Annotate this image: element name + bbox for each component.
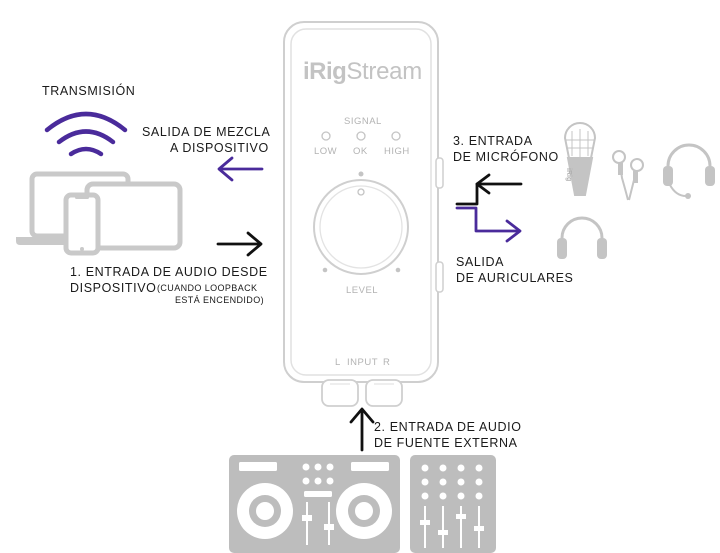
level-label: LEVEL <box>346 285 379 296</box>
mixer-icon <box>410 455 496 553</box>
headphone-out-arrow-icon <box>455 206 522 243</box>
mic-in-arrow-icon <box>455 173 523 206</box>
input-l-label: L <box>335 357 341 368</box>
mix-out-arrow-icon <box>217 156 264 182</box>
input-r-label: R <box>383 357 391 368</box>
audio-in-arrow-icon <box>216 231 263 257</box>
audio-in-note-2: ESTÁ ENCENDIDO) <box>175 295 265 305</box>
mic-in-label-2: DE MICRÓFONO <box>453 150 559 164</box>
microphone-icon <box>563 122 597 196</box>
led-ok-label: OK <box>353 146 368 157</box>
irig-stream-device <box>283 21 444 407</box>
signal-label: SIGNAL <box>344 116 382 127</box>
mic-logo: iRig <box>565 168 572 182</box>
external-in-arrow-icon <box>349 407 375 452</box>
hp-out-label-1: SALIDA <box>456 255 505 269</box>
mic-in-label-1: 3. ENTRADA <box>453 134 533 148</box>
led-high-icon <box>391 131 401 141</box>
led-ok-icon <box>356 131 366 141</box>
audio-in-label-1: 1. ENTRADA DE AUDIO DESDE <box>70 265 268 279</box>
headphones-icon <box>557 216 607 259</box>
led-high-label: HIGH <box>384 146 410 157</box>
mix-out-label-1: SALIDA DE MEZCLA <box>142 125 271 139</box>
mix-out-label-2: A DISPOSITIVO <box>170 141 269 155</box>
devices-icon <box>16 171 183 256</box>
headset-icon <box>663 143 715 199</box>
streaming-wave-icon <box>44 111 128 157</box>
audio-in-label-2: DISPOSITIVO <box>70 281 157 295</box>
hp-out-label-2: DE AURICULARES <box>456 271 574 285</box>
device-logo-bold: iRig <box>303 58 347 85</box>
device-logo-light: Stream <box>346 58 422 85</box>
audio-in-note-1: (CUANDO LOOPBACK <box>157 283 258 293</box>
streaming-label: TRANSMISIÓN <box>42 84 136 98</box>
led-low-label: LOW <box>314 146 338 157</box>
input-jack-left <box>321 379 359 407</box>
input-jack-right <box>365 379 403 407</box>
ext-in-label-1: 2. ENTRADA DE AUDIO <box>374 420 522 434</box>
input-label: INPUT <box>347 357 378 368</box>
dj-controller-icon <box>229 455 400 553</box>
device-logo: iRigStream <box>303 58 422 86</box>
led-low-icon <box>321 131 331 141</box>
earbuds-icon <box>612 150 644 201</box>
level-knob <box>313 179 409 275</box>
ext-in-label-2: DE FUENTE EXTERNA <box>374 436 518 450</box>
